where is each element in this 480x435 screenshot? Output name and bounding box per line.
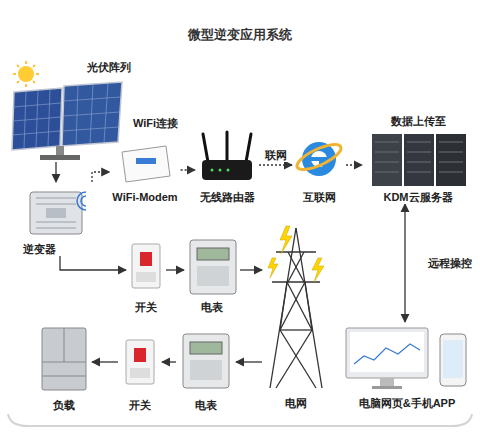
node-label: 逆变器 [22, 242, 57, 256]
connection-note: WiFi连接 [132, 116, 179, 130]
meter-icon [183, 334, 229, 388]
edge-label: 联网 [264, 148, 288, 162]
solar-array: 光伏阵列 [10, 60, 132, 162]
node-label: WiFi-Modem [111, 190, 178, 204]
power-flow-arrow [404, 204, 405, 322]
wifi-modem: WiFi-Modem [109, 140, 180, 204]
power-grid: 电网 [262, 222, 330, 410]
diagram-title: 微型逆变应用系统 [188, 26, 292, 44]
switch-icon [126, 340, 154, 384]
remote-client: 电脑网页&手机APP [340, 322, 474, 410]
switch: 开关 [118, 330, 162, 412]
power-flow-arrow [166, 269, 184, 270]
node-label: KDM云服务器 [382, 190, 453, 204]
cloud-server: 数据上传至 KDM云服务器 [362, 114, 474, 204]
node-label: 互联网 [302, 190, 337, 204]
inverter: 逆变器 [22, 182, 102, 256]
router-icon [202, 132, 252, 180]
server-icon [372, 134, 466, 186]
inverter-icon [30, 192, 86, 234]
data-link [259, 164, 292, 165]
meter: 电表 [184, 232, 240, 314]
meter: 电表 [176, 326, 236, 412]
power-flow-arrow [240, 269, 262, 270]
fridge-icon [42, 328, 86, 390]
power-flow-arrow [236, 361, 262, 362]
node-label: 开关 [134, 300, 158, 314]
power-flow-arrow [55, 162, 56, 182]
power-flow-arrow [162, 361, 176, 362]
modem-icon [122, 146, 170, 182]
node-label: 电脑网页&手机APP [358, 396, 457, 410]
node-label: 电表 [194, 398, 218, 412]
internet: 互联网 [292, 128, 346, 204]
node-label: 无线路由器 [199, 190, 256, 204]
node-label: 电网 [284, 396, 308, 410]
solar-panel-icon [12, 82, 122, 160]
node-label: 电表 [200, 300, 224, 314]
data-link [92, 172, 109, 182]
power-flow-arrow [92, 361, 118, 362]
data-link [181, 169, 195, 170]
tower-icon [270, 228, 322, 388]
internet-icon [294, 140, 344, 176]
data-link [346, 164, 362, 165]
switch-icon [132, 244, 160, 288]
edge-label: 远程操控 [427, 256, 473, 270]
computer-icon [346, 328, 466, 389]
node-label: 开关 [128, 398, 152, 412]
switch: 开关 [126, 236, 166, 314]
load: 负载 [36, 322, 92, 412]
node-label: 负载 [52, 398, 76, 412]
power-flow-arrow [60, 256, 126, 270]
frame-bracket [8, 414, 472, 426]
lightning-icon [268, 226, 324, 282]
node-label: 数据上传至 [390, 114, 447, 128]
sun-icon [13, 61, 39, 87]
meter-icon [190, 240, 236, 294]
wireless-router: 无线路由器 [195, 128, 259, 204]
node-label: 光伏阵列 [86, 60, 132, 74]
